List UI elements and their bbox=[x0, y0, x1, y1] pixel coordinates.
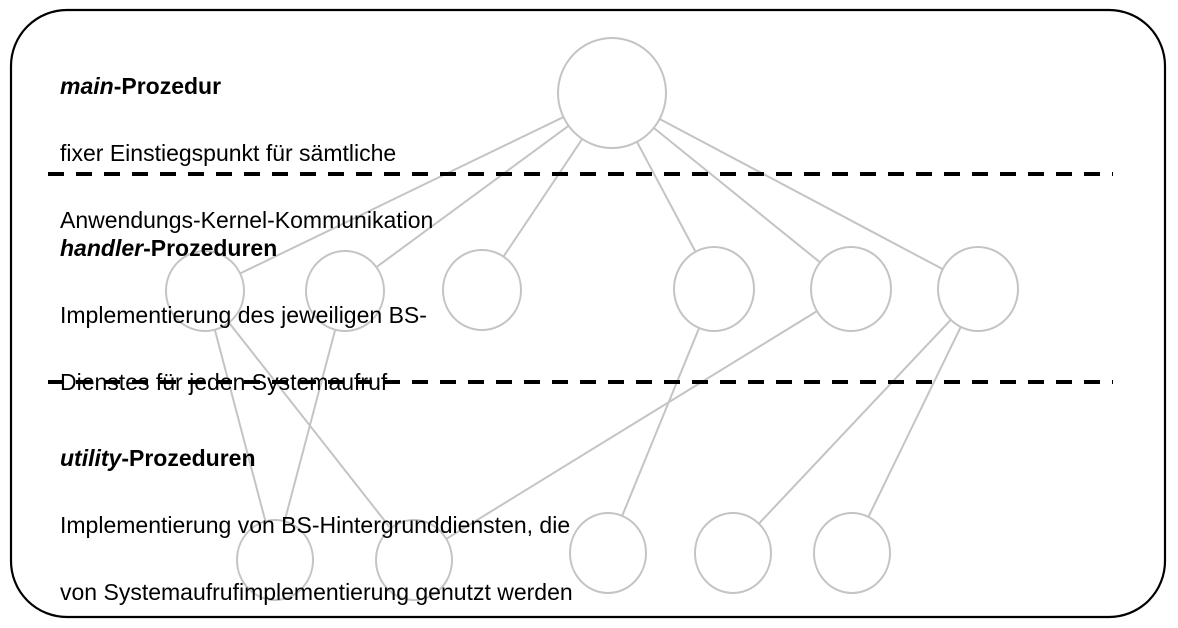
graph-node-main[interactable] bbox=[557, 37, 667, 149]
graph-edge bbox=[621, 327, 701, 517]
graph-edge bbox=[445, 310, 818, 540]
graph-edge bbox=[659, 118, 944, 271]
graph-edge bbox=[867, 326, 962, 518]
graph-node-utility[interactable] bbox=[569, 512, 647, 594]
graph-node-utility[interactable] bbox=[236, 519, 314, 601]
graph-edge bbox=[239, 116, 564, 275]
graph-node-handler[interactable] bbox=[442, 249, 522, 331]
graph-node-utility[interactable] bbox=[375, 519, 453, 601]
nodes-group bbox=[165, 37, 1019, 601]
graph-node-handler[interactable] bbox=[305, 250, 385, 332]
graph-node-utility[interactable] bbox=[694, 512, 772, 594]
graph-edge bbox=[375, 124, 570, 268]
graph-edge bbox=[653, 127, 821, 264]
graph-edge bbox=[213, 329, 267, 522]
outer-rounded-border bbox=[9, 8, 1167, 619]
graph-node-utility[interactable] bbox=[813, 512, 891, 594]
graph-node-handler[interactable] bbox=[165, 250, 245, 332]
graph-edge bbox=[502, 138, 584, 258]
graph-node-handler[interactable] bbox=[810, 246, 892, 332]
graph-edge bbox=[283, 329, 337, 522]
graph-edge bbox=[636, 141, 697, 253]
graph-edge bbox=[758, 319, 952, 525]
edges-group bbox=[213, 116, 962, 540]
graph-node-handler[interactable] bbox=[937, 246, 1019, 332]
dividers-group bbox=[48, 172, 1113, 384]
graph-node-handler[interactable] bbox=[673, 246, 755, 332]
